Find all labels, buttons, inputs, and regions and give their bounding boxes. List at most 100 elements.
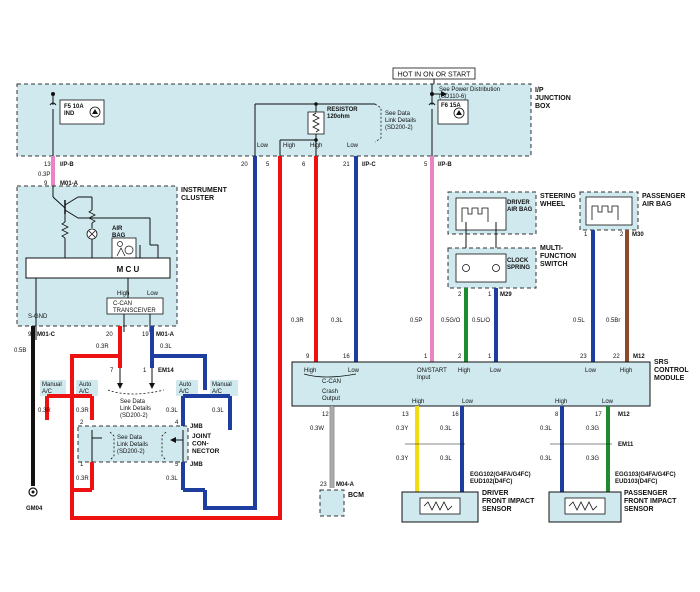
label-03g-a: 0.3G [586,426,599,432]
jmb-pin-5: 5 [175,462,179,468]
srs-low-5: Low [602,399,614,405]
bcm-name: BCM [348,492,364,499]
steering-pin-2: 2 [458,292,462,298]
label-03l-jmb-bottom: 0.3L [166,476,178,482]
ground-gm04-label: GM04 [26,506,43,512]
wire-red-ip5 [70,156,282,520]
clock-spring-icon [455,253,507,283]
cluster-conn-m01a-top: M01-A [60,181,79,187]
srs-pin-17: 17 [595,412,602,418]
label-03w: 0.3W [310,426,324,432]
cluster-sgnd: S-GND [28,314,48,320]
driver-sensor-icon [423,501,453,511]
srs-low-4: Low [462,399,474,405]
label-03y-b: 0.3Y [396,456,408,462]
label-03l-auto-right: 0.3L [166,408,178,414]
ip-pin-6: 6 [302,162,306,168]
bcm-box [319,489,345,517]
mcu-label: M C U [117,265,140,274]
srs-ccan: C-CAN [322,379,341,385]
ip-high-2: High [310,143,322,149]
ip-pin-13: 13 [44,162,51,168]
em14-pin-1: 1 [143,368,147,374]
srs-pin-8: 8 [555,412,559,418]
srs-pin-23: 23 [580,354,587,360]
power-distribution-note: See Power Distribution(SD110-6) [439,87,500,100]
label-05go: 0.5G/O [441,318,461,324]
cluster-pin-9-bottom: 9 [28,332,32,338]
label-03l-ip21: 0.3L [331,318,343,324]
cluster-conn-m01c: M01-C [37,332,56,338]
cluster-pin-19: 19 [142,332,149,338]
passenger-front-impact-sensor [548,491,622,523]
cluster-low: Low [147,291,159,297]
bcm-pin-23: 23 [320,482,327,488]
ground-gm04-icon [28,487,38,497]
srs-high-2: High [458,368,470,374]
label-05l: 0.5L [573,318,585,324]
passenger-sensor-icon [568,501,598,511]
label-03l-driver-b: 0.3L [440,456,452,462]
passenger-airbag-icon [585,196,633,226]
srs-pin-1b: 1 [488,354,492,360]
bcm-conn: M04-A [336,482,355,488]
jmb-pin-4: 4 [175,420,179,426]
can-transceiver-block [106,297,164,315]
label-05p: 0.5P [410,318,422,324]
label-03r-auto-left: 0.3R [76,408,89,414]
srs-pin-1a: 1 [424,354,428,360]
passenger-sensor-conn: EGG103(G4FA/G4FC)EUD103(D4FC) [615,472,676,485]
label-03l-pass-b: 0.3L [540,456,552,462]
em14-pin-7: 7 [110,368,114,374]
srs-conn-m12-bottom: M12 [618,412,630,418]
label-03p: 0.3P [38,172,50,178]
jmb-pin-1: 1 [80,462,84,468]
label-05lo: 0.5L/O [472,318,490,324]
srs-high-4: High [412,399,424,405]
ip-conn-ipb-left: I/P-B [60,162,74,168]
jmb-pin-2-top: 2 [80,420,84,426]
label-05br: 0.5Br [606,318,620,324]
label-03r-ip6: 0.3R [291,318,304,324]
ip-pin-20: 20 [241,162,248,168]
fuse-f5-icon [59,99,105,125]
label-03r-manual-left: 0.3R [38,408,51,414]
fuse-f6-icon [437,99,469,125]
srs-low-1: Low [348,368,360,374]
pass-pin-2: 2 [620,232,624,238]
ip-pin-5: 5 [266,162,270,168]
srs-low-3: Low [585,368,597,374]
srs-high-1: High [304,368,316,374]
srs-control-module [291,361,651,407]
jmb-label-bottom: JMB [190,462,203,468]
em11-label: EM11 [618,442,634,448]
ip-pin-5b: 5 [424,162,428,168]
srs-pin-9: 9 [306,354,310,360]
pass-conn-m30: M30 [632,232,644,238]
hot-label: HOT IN ON OR START [398,72,471,79]
label-03r-cluster: 0.3R [96,344,109,350]
steering-pin-1: 1 [488,292,492,298]
srs-pin-16b: 16 [452,412,459,418]
label-03l-pass-a: 0.3L [540,426,552,432]
wire-blue-ip20 [203,156,257,510]
ip-low-2: Low [347,143,359,149]
jmb-label-top: JMB [190,424,203,430]
wire-red-loop [70,354,120,390]
